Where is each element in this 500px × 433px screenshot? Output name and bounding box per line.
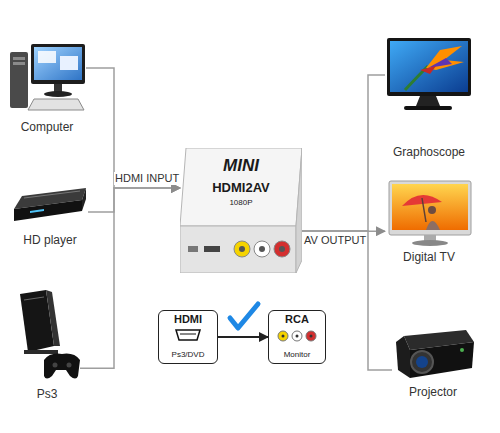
rca-pin <box>282 335 285 338</box>
converter-side <box>296 148 302 273</box>
resolution-text: 1080P <box>229 198 252 208</box>
rca-yellow <box>278 331 288 341</box>
connector-caption: Ps3/DVD <box>172 350 205 360</box>
connector-card: HDMI Ps3/DVD <box>158 310 218 364</box>
tv-screen <box>392 184 468 230</box>
screen-window <box>38 51 56 63</box>
rca-jack <box>254 241 270 257</box>
player-glint <box>24 191 80 198</box>
rca-jack <box>234 241 250 257</box>
player-front <box>14 200 82 221</box>
device-node: Computer <box>8 42 86 114</box>
projector-front <box>410 342 474 378</box>
connector-line <box>302 75 385 231</box>
tv-screen <box>390 41 468 92</box>
connector-title: RCA <box>285 313 309 326</box>
brand-text: MINI <box>223 156 259 176</box>
tv-frame <box>389 181 471 235</box>
projector-side <box>396 336 410 378</box>
monitor-screen <box>34 47 82 80</box>
umbrella-handle <box>422 198 426 222</box>
controller <box>44 354 80 379</box>
connector-line <box>218 336 268 338</box>
hdmi-connector <box>176 330 200 340</box>
connector-title: HDMI <box>174 313 202 326</box>
edge-label: AV OUTPUT <box>303 234 367 247</box>
connector-line <box>88 188 180 212</box>
rca-red <box>306 331 316 341</box>
check-mark <box>230 304 258 328</box>
edge-label: HDMI INPUT <box>114 172 180 185</box>
rca-pin <box>310 335 313 338</box>
converter-box: MINI HDMI2AV 1080P <box>180 148 302 273</box>
tv-stand <box>416 96 440 106</box>
console-glint <box>24 297 44 300</box>
connector-line <box>86 68 180 188</box>
display-node: Projector <box>392 330 474 380</box>
flower-beak <box>420 66 436 74</box>
controller-stick <box>53 363 58 368</box>
connector-card: RCA Monitor <box>268 310 326 364</box>
flower-petal <box>428 58 452 68</box>
jack-pin <box>259 246 265 252</box>
monitor-base <box>44 91 72 97</box>
projector-lens <box>411 351 433 373</box>
device-label: HD player <box>23 233 76 247</box>
device-label: Graphoscope <box>393 145 465 159</box>
monitor-frame <box>31 44 85 84</box>
console-side <box>46 290 60 346</box>
person-body <box>426 221 440 230</box>
computer-tower <box>10 52 28 108</box>
model-text: HDMI2AV <box>212 180 270 196</box>
flower-petal <box>426 46 464 70</box>
device-label: Computer <box>21 120 74 134</box>
connector-caption: Monitor <box>284 350 311 360</box>
rca-pin <box>296 335 299 338</box>
hdmi-pins <box>180 334 196 335</box>
device-node: HD player <box>12 185 88 227</box>
converter-front <box>180 226 296 273</box>
tower-bay <box>13 57 25 60</box>
device-label: Digital TV <box>403 250 455 264</box>
usb-port <box>204 246 220 252</box>
rca-white <box>292 331 302 341</box>
screen-window <box>60 56 78 70</box>
connector-line <box>302 231 392 370</box>
converter-top <box>180 148 302 226</box>
device-node: Ps3 <box>14 290 80 382</box>
monitor-neck <box>54 84 62 92</box>
jack-pin <box>239 246 245 252</box>
mode-switch <box>188 246 198 252</box>
projector-light <box>460 348 464 352</box>
console-stand <box>24 350 58 354</box>
display-node: Digital TV <box>385 178 473 248</box>
connector-line <box>80 188 180 368</box>
projector-lens-glass <box>416 356 428 368</box>
controller-stick <box>67 363 72 368</box>
tv-base <box>404 106 452 110</box>
display-node: Graphoscope <box>385 35 473 115</box>
player-side <box>82 188 86 211</box>
tv-frame <box>387 38 471 96</box>
tv-base <box>412 240 448 246</box>
rca-jack <box>274 241 290 257</box>
player-display <box>30 209 44 213</box>
keyboard <box>28 99 84 110</box>
device-label: Ps3 <box>37 387 58 401</box>
tower-bay <box>13 62 25 65</box>
jack-pin <box>279 246 285 252</box>
device-label: Projector <box>409 385 457 399</box>
person-head <box>428 206 436 214</box>
